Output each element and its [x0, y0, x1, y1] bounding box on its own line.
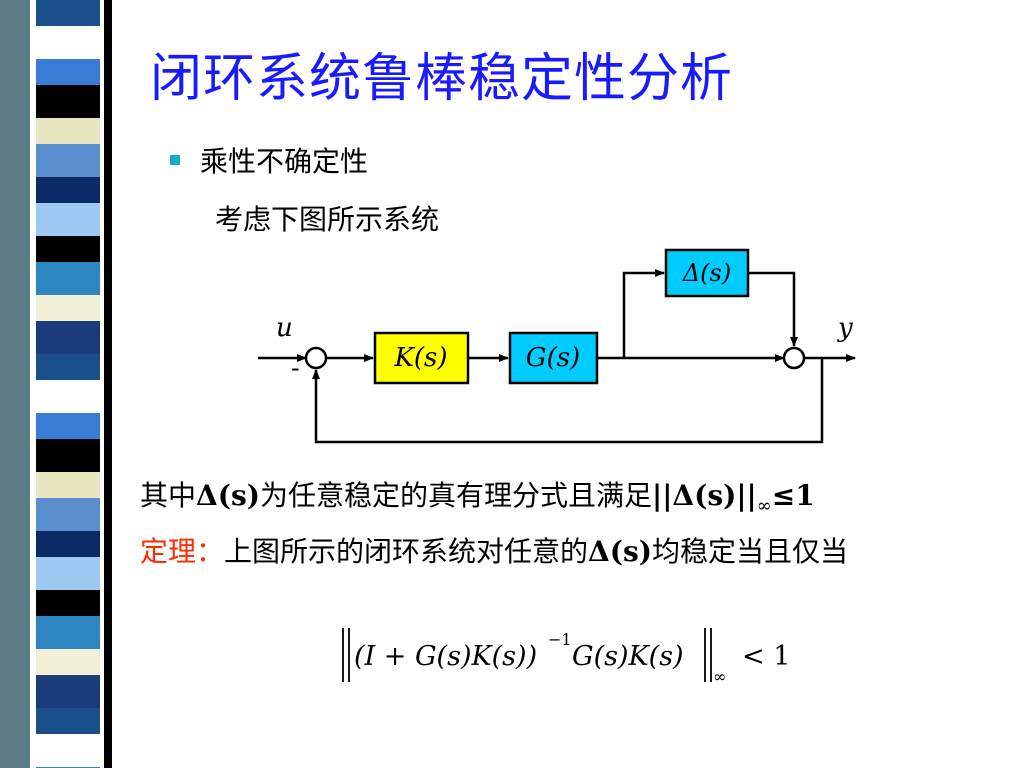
k-block-label: K(s) [393, 343, 447, 373]
stripe-block [36, 144, 100, 177]
k-block [373, 331, 470, 385]
desc-delta-1: Δ(s) [196, 479, 260, 512]
g-block [508, 331, 599, 385]
description-text: 其中Δ(s)为任意稳定的真有理分式且满足||Δ(s)||∞≤1 [140, 474, 815, 517]
subline-text: 考虑下图所示系统 [215, 203, 440, 236]
theorem-label: 定理： [140, 535, 225, 568]
stripe-block [36, 203, 100, 236]
theorem-delta: Δ(s) [588, 535, 653, 568]
desc-delta-2: Δ(s) [672, 479, 737, 512]
summing-junction-2 [782, 346, 806, 370]
stripe-block [36, 262, 100, 295]
decorative-stripe [0, 0, 120, 768]
stripe-block [36, 59, 100, 85]
stripe-block [36, 557, 100, 590]
delta-block [664, 248, 750, 298]
g-block-label: G(s) [526, 343, 580, 373]
bullet-marker [170, 154, 180, 165]
stripe-block [36, 0, 100, 26]
delta-block-label: Δ(s) [682, 259, 731, 287]
stripe-block [36, 26, 100, 59]
delta-output-line [748, 271, 798, 347]
stripe-block [36, 85, 100, 118]
stripe-block [36, 295, 100, 321]
summing-junction-1 [304, 346, 328, 370]
theorem-text-a: 上图所示的闭环系统对任意的 [224, 535, 589, 568]
stripe-block [36, 177, 100, 203]
stripe-block [36, 708, 100, 734]
formula-rhs: < 1 [742, 641, 790, 672]
formula-exponent: −1 [548, 630, 572, 649]
stripe-block [36, 439, 100, 472]
stripe-block [36, 498, 100, 531]
feedback-line [312, 358, 824, 444]
bullet-item: 乘性不确定性 [170, 140, 368, 180]
theorem-text: 定理：上图所示的闭环系统对任意的Δ(s)均稳定当且仅当 [140, 532, 960, 571]
desc-leq: ≤1 [771, 479, 815, 512]
stripe-block [36, 675, 100, 708]
desc-middle: 为任意稳定的真有理分式且满足 [260, 479, 653, 512]
input-label: u [276, 313, 293, 343]
formula-tail: G(s)K(s) [572, 641, 684, 672]
stripe-block [36, 354, 100, 380]
stripe-block [36, 380, 100, 413]
stripe-block [36, 734, 100, 767]
stripe-block [36, 590, 100, 616]
stripe-block [36, 472, 100, 498]
minus-sign: - [291, 354, 300, 382]
desc-inf-subscript: ∞ [756, 495, 772, 517]
formula-subscript: ∞ [713, 667, 726, 686]
stripe-block [36, 413, 100, 439]
stripe-block [36, 531, 100, 557]
stripe-block [36, 118, 100, 144]
desc-norm-open: || [652, 479, 673, 512]
desc-prefix: 其中 [140, 479, 197, 512]
stripe-block [36, 321, 100, 354]
desc-norm-close: || [736, 479, 757, 512]
stripe-block [36, 236, 100, 262]
formula-body: (I + G(s)K(s)) [354, 641, 537, 672]
bullet-text: 乘性不确定性 [200, 145, 369, 178]
stripe-block [36, 649, 100, 675]
output-label: y [837, 313, 853, 343]
stripe-block [36, 616, 100, 649]
page-title: 闭环系统鲁棒稳定性分析 [150, 49, 734, 109]
delta-input-line [622, 269, 665, 358]
theorem-text-b: 均稳定当且仅当 [652, 535, 849, 568]
